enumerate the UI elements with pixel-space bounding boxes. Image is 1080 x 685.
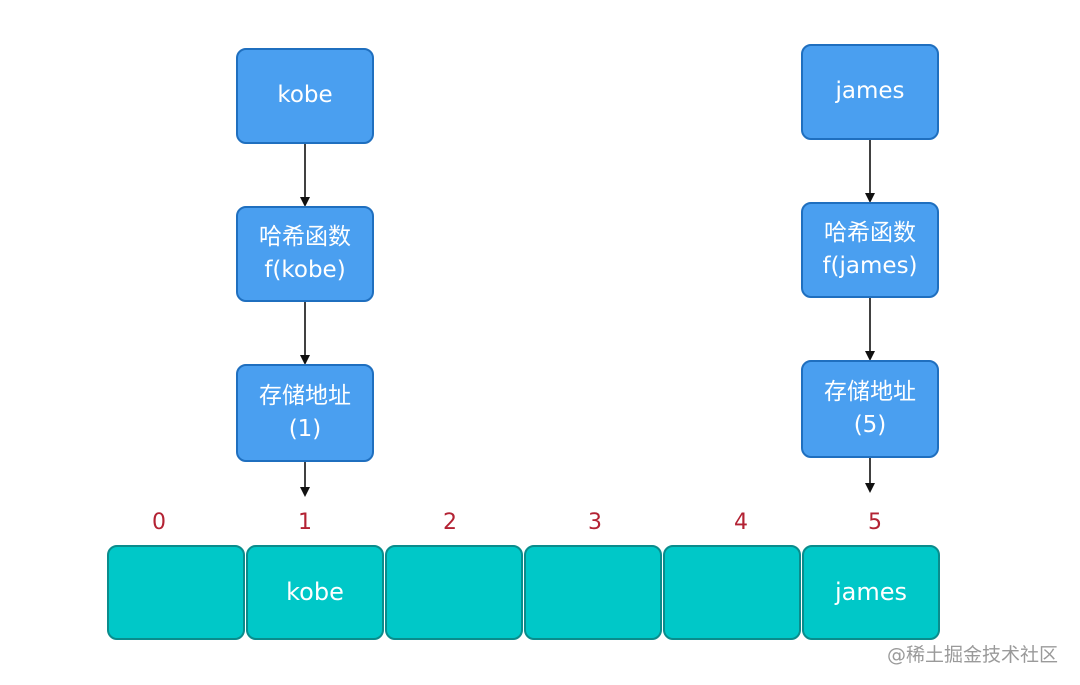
hash-function-label: 哈希函数 xyxy=(824,219,916,246)
watermark: @稀土掘金技术社区 xyxy=(886,644,1058,666)
array-cell xyxy=(524,545,662,640)
array-cell xyxy=(385,545,523,640)
address-label: 存储地址 xyxy=(259,382,351,409)
key-box-kobe: kobe xyxy=(236,48,374,144)
address-box-kobe: 存储地址 (1) xyxy=(236,364,374,462)
address-value: (1) xyxy=(288,416,322,442)
address-label: 存储地址 xyxy=(824,378,916,405)
array-index: 1 xyxy=(298,510,312,535)
array-index: 4 xyxy=(734,510,748,535)
array-cell-value: james xyxy=(834,578,908,607)
hash-function-box-james: 哈希函数 f(james) xyxy=(801,202,939,298)
hash-function-call: f(kobe) xyxy=(264,257,346,283)
address-value: (5) xyxy=(853,412,887,438)
array-cell xyxy=(107,545,245,640)
hash-function-label: 哈希函数 xyxy=(259,223,351,250)
array-cell-value: kobe xyxy=(286,578,344,607)
key-box-james: james xyxy=(801,44,939,140)
address-box-james: 存储地址 (5) xyxy=(801,360,939,458)
key-label: james xyxy=(835,78,905,105)
hash-function-box-kobe: 哈希函数 f(kobe) xyxy=(236,206,374,302)
array-cell: kobe xyxy=(246,545,384,640)
key-label: kobe xyxy=(277,82,333,109)
array-index: 0 xyxy=(152,510,166,535)
array-index: 5 xyxy=(868,510,882,535)
array-cell: james xyxy=(802,545,940,640)
hash-function-call: f(james) xyxy=(822,253,918,279)
array-cell xyxy=(663,545,801,640)
array-index: 3 xyxy=(588,510,602,535)
array-index: 2 xyxy=(443,510,457,535)
